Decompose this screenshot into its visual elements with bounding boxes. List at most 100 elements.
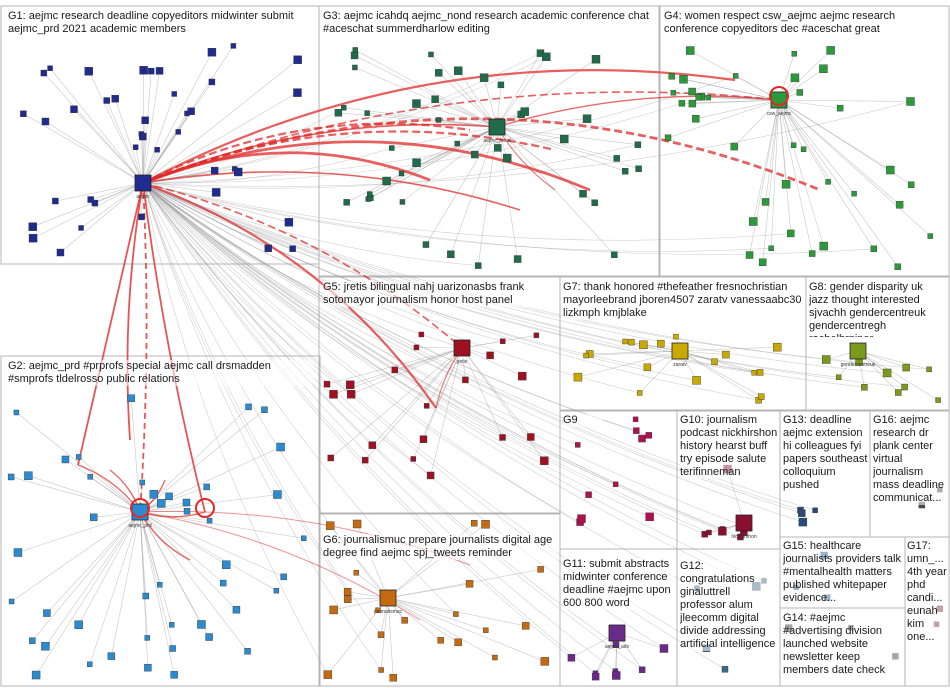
node[interactable] [367, 191, 373, 197]
node[interactable] [645, 512, 654, 522]
node[interactable] [323, 670, 333, 679]
node[interactable] [542, 52, 551, 62]
node[interactable] [203, 483, 210, 491]
node[interactable] [527, 433, 535, 441]
node[interactable] [688, 99, 697, 108]
node[interactable] [453, 611, 459, 617]
node[interactable] [787, 229, 795, 238]
node[interactable] [688, 87, 696, 96]
node[interactable] [612, 671, 621, 680]
node[interactable] [521, 622, 530, 630]
node[interactable] [329, 390, 338, 399]
node[interactable] [422, 241, 430, 248]
node[interactable] [41, 117, 50, 126]
node[interactable] [902, 363, 910, 372]
node[interactable] [206, 517, 213, 524]
node[interactable] [718, 527, 727, 536]
node[interactable] [638, 666, 646, 673]
node[interactable] [169, 622, 175, 628]
node[interactable] [645, 432, 652, 439]
node[interactable] [91, 199, 99, 207]
node[interactable] [90, 513, 98, 522]
node[interactable] [471, 520, 478, 527]
node[interactable] [540, 657, 550, 666]
node[interactable] [111, 95, 119, 103]
node[interactable] [730, 142, 738, 151]
node[interactable] [540, 456, 549, 465]
node[interactable] [350, 51, 359, 60]
node[interactable] [362, 456, 369, 464]
node[interactable] [935, 397, 941, 403]
node[interactable] [169, 645, 176, 652]
node[interactable] [632, 416, 639, 423]
node[interactable] [790, 73, 800, 83]
node[interactable] [165, 492, 173, 501]
node[interactable] [851, 190, 857, 197]
node[interactable] [273, 490, 282, 499]
node[interactable] [492, 654, 498, 661]
node[interactable] [364, 110, 370, 116]
node[interactable] [812, 507, 818, 514]
node[interactable] [353, 570, 359, 576]
node[interactable] [907, 181, 915, 188]
node[interactable] [579, 190, 587, 198]
node[interactable] [454, 140, 460, 147]
node[interactable] [513, 255, 522, 263]
node[interactable] [24, 471, 33, 480]
node[interactable] [591, 672, 600, 681]
node[interactable] [208, 78, 216, 86]
node[interactable] [475, 262, 482, 269]
node[interactable] [141, 116, 149, 125]
node[interactable] [520, 107, 529, 116]
node[interactable] [132, 144, 139, 150]
node[interactable] [61, 455, 70, 464]
node[interactable] [138, 131, 145, 137]
node[interactable] [612, 481, 619, 488]
node[interactable] [826, 46, 835, 55]
node[interactable] [70, 105, 78, 113]
node[interactable] [418, 331, 425, 338]
node[interactable] [636, 390, 643, 396]
node[interactable] [273, 587, 280, 594]
node[interactable] [497, 81, 505, 89]
node[interactable] [334, 109, 343, 117]
node[interactable] [577, 514, 586, 523]
node[interactable] [886, 165, 895, 175]
node[interactable] [232, 605, 241, 614]
node[interactable] [819, 64, 828, 73]
node[interactable] [149, 490, 159, 499]
node[interactable] [668, 73, 675, 80]
node[interactable] [462, 376, 469, 384]
node[interactable] [479, 73, 489, 82]
node[interactable] [127, 394, 135, 402]
node[interactable] [284, 218, 294, 227]
node[interactable] [861, 384, 868, 391]
node[interactable] [13, 548, 23, 557]
node[interactable] [352, 47, 358, 53]
node[interactable] [43, 609, 51, 617]
node[interactable] [103, 97, 110, 104]
node[interactable] [761, 198, 770, 206]
node[interactable] [471, 150, 479, 159]
node[interactable] [639, 340, 648, 349]
hub-node-g6[interactable]: journalismuc [373, 589, 403, 615]
hub-node-g1[interactable]: aejmc [134, 174, 152, 200]
node[interactable] [773, 342, 782, 352]
node[interactable] [722, 350, 730, 359]
node[interactable] [821, 355, 831, 364]
node[interactable] [664, 134, 672, 141]
node[interactable] [447, 250, 455, 258]
node[interactable] [398, 170, 405, 177]
node[interactable] [144, 663, 152, 672]
node[interactable] [157, 581, 163, 588]
node[interactable] [613, 155, 620, 162]
node[interactable] [74, 620, 83, 629]
node[interactable] [87, 196, 94, 203]
node[interactable] [431, 95, 439, 103]
node[interactable] [147, 67, 155, 75]
hub-node-g8[interactable]: gendercentreuk [841, 342, 876, 368]
node[interactable] [453, 66, 463, 75]
node[interactable] [261, 406, 268, 413]
node[interactable] [679, 75, 688, 84]
node[interactable] [751, 370, 757, 376]
